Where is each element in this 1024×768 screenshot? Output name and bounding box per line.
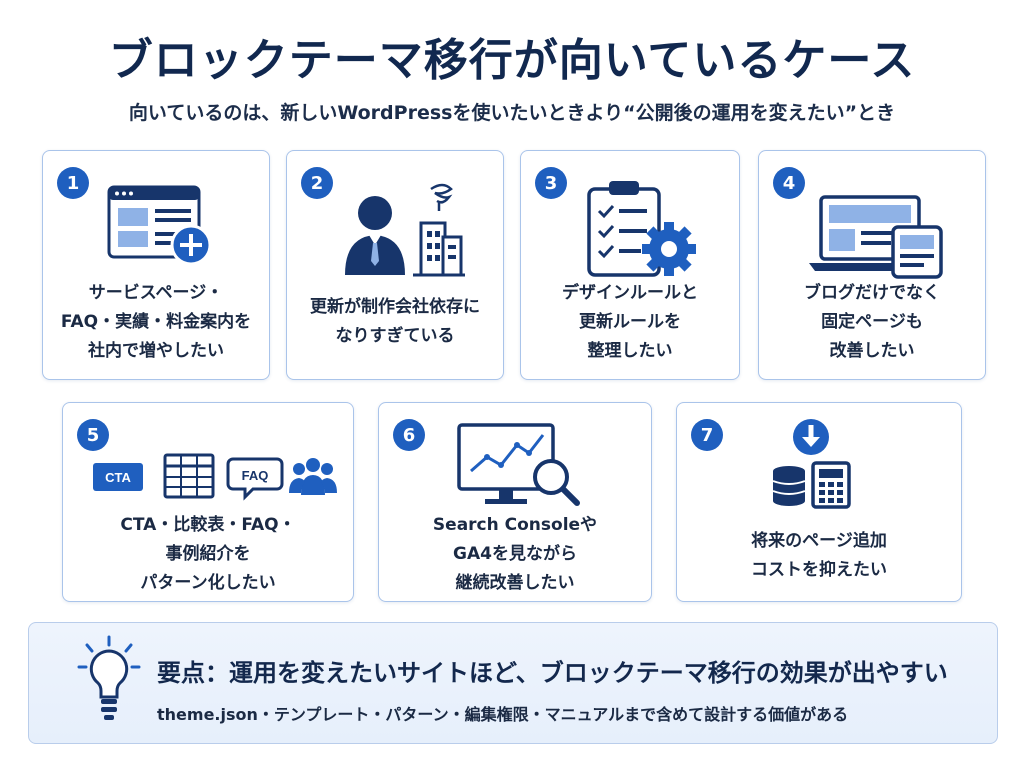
analytics-monitor-icon: [455, 419, 585, 515]
case-text-line: 継続改善したい: [455, 573, 575, 593]
faq-icon-label: FAQ: [242, 468, 269, 483]
case-text: ブログだけでなく 固定ページも 改善したい: [765, 279, 979, 366]
case-text-line: サービスページ・: [88, 283, 224, 303]
page-subtitle: 向いているのは、新しいWordPressを使いたいときより“公開後の運用を変えた…: [128, 102, 896, 124]
case-text-line: 事例紹介を: [165, 544, 251, 564]
case-number-badge: 3: [535, 167, 567, 199]
case-text-line: パターン化したい: [140, 573, 276, 593]
case-card-4: 4 ブログだけでなく 固定ページも 改善したい: [758, 150, 986, 380]
case-text-line: GA4を見ながら: [453, 544, 577, 564]
case-number-badge: 4: [773, 167, 805, 199]
case-text-line: 社内で増やしたい: [88, 341, 224, 361]
person-building-icon: [339, 179, 469, 283]
case-text: デザインルールと 更新ルールを 整理したい: [527, 279, 733, 366]
summary-subtitle: theme.json・テンプレート・パターン・編集権限・マニュアルまで含めて設計…: [157, 705, 849, 724]
case-text-line: 更新ルールを: [579, 312, 681, 332]
case-text: サービスページ・ FAQ・実績・料金案内を 社内で増やしたい: [49, 279, 263, 366]
case-card-2: 2 更新が制作会社依存に なりすぎている: [286, 150, 504, 380]
checklist-gear-icon: [581, 177, 701, 285]
case-text: Search Consoleや GA4を見ながら 継続改善したい: [385, 511, 645, 598]
page-title: ブロックテーマ移行が向いているケース: [108, 35, 916, 86]
laptop-tablet-icon: [807, 191, 947, 285]
case-text: 更新が制作会社依存に なりすぎている: [293, 293, 497, 351]
case-number-badge: 5: [77, 419, 109, 451]
case-card-6: 6 Search Consoleや GA4を見ながら 継続改善したい: [378, 402, 652, 602]
coins-calculator-icon: [767, 415, 867, 519]
case-text-line: 更新が制作会社依存に: [310, 297, 480, 317]
case-text: 将来のページ追加 コストを抑えたい: [683, 527, 955, 585]
case-text: CTA・比較表・FAQ・ 事例紹介を パターン化したい: [69, 511, 347, 598]
cta-table-faq-users-icon: CTA FAQ: [91, 451, 341, 507]
case-text-line: CTA・比較表・FAQ・: [120, 515, 296, 535]
case-text-line: デザインルールと: [562, 283, 698, 303]
case-text-line: 整理したい: [587, 341, 673, 361]
case-number-badge: 7: [691, 419, 723, 451]
case-card-1: 1 サービスページ・ FAQ・実績・料金案内を 社内で増やしたい: [42, 150, 270, 380]
lightbulb-icon: [77, 633, 141, 737]
cta-icon-label: CTA: [105, 470, 131, 485]
case-number-badge: 1: [57, 167, 89, 199]
case-number-badge: 2: [301, 167, 333, 199]
case-text-line: 改善したい: [829, 341, 915, 361]
case-text-line: なりすぎている: [335, 326, 455, 346]
case-text-line: ブログだけでなく: [804, 283, 940, 303]
summary-title: 要点：運用を変えたいサイトほど、ブロックテーマ移行の効果が出やすい: [157, 659, 948, 687]
case-number-badge: 6: [393, 419, 425, 451]
case-text-line: FAQ・実績・料金案内を: [60, 312, 252, 332]
case-text-line: Search Consoleや: [432, 515, 598, 535]
case-card-7: 7 将来のページ追加 コストを抑えたい: [676, 402, 962, 602]
case-text-line: 将来のページ追加: [751, 531, 887, 551]
case-text-line: コストを抑えたい: [751, 560, 887, 580]
summary-box: 要点：運用を変えたいサイトほど、ブロックテーマ移行の効果が出やすい theme.…: [28, 622, 998, 744]
webpage-add-icon: [105, 181, 217, 273]
case-card-5: 5 CTA FAQ CTA・比較表・FAQ・ 事例紹介を パターン化したい: [62, 402, 354, 602]
case-card-3: 3 デザインルールと 更新ルールを 整: [520, 150, 740, 380]
case-text-line: 固定ページも: [821, 312, 923, 332]
